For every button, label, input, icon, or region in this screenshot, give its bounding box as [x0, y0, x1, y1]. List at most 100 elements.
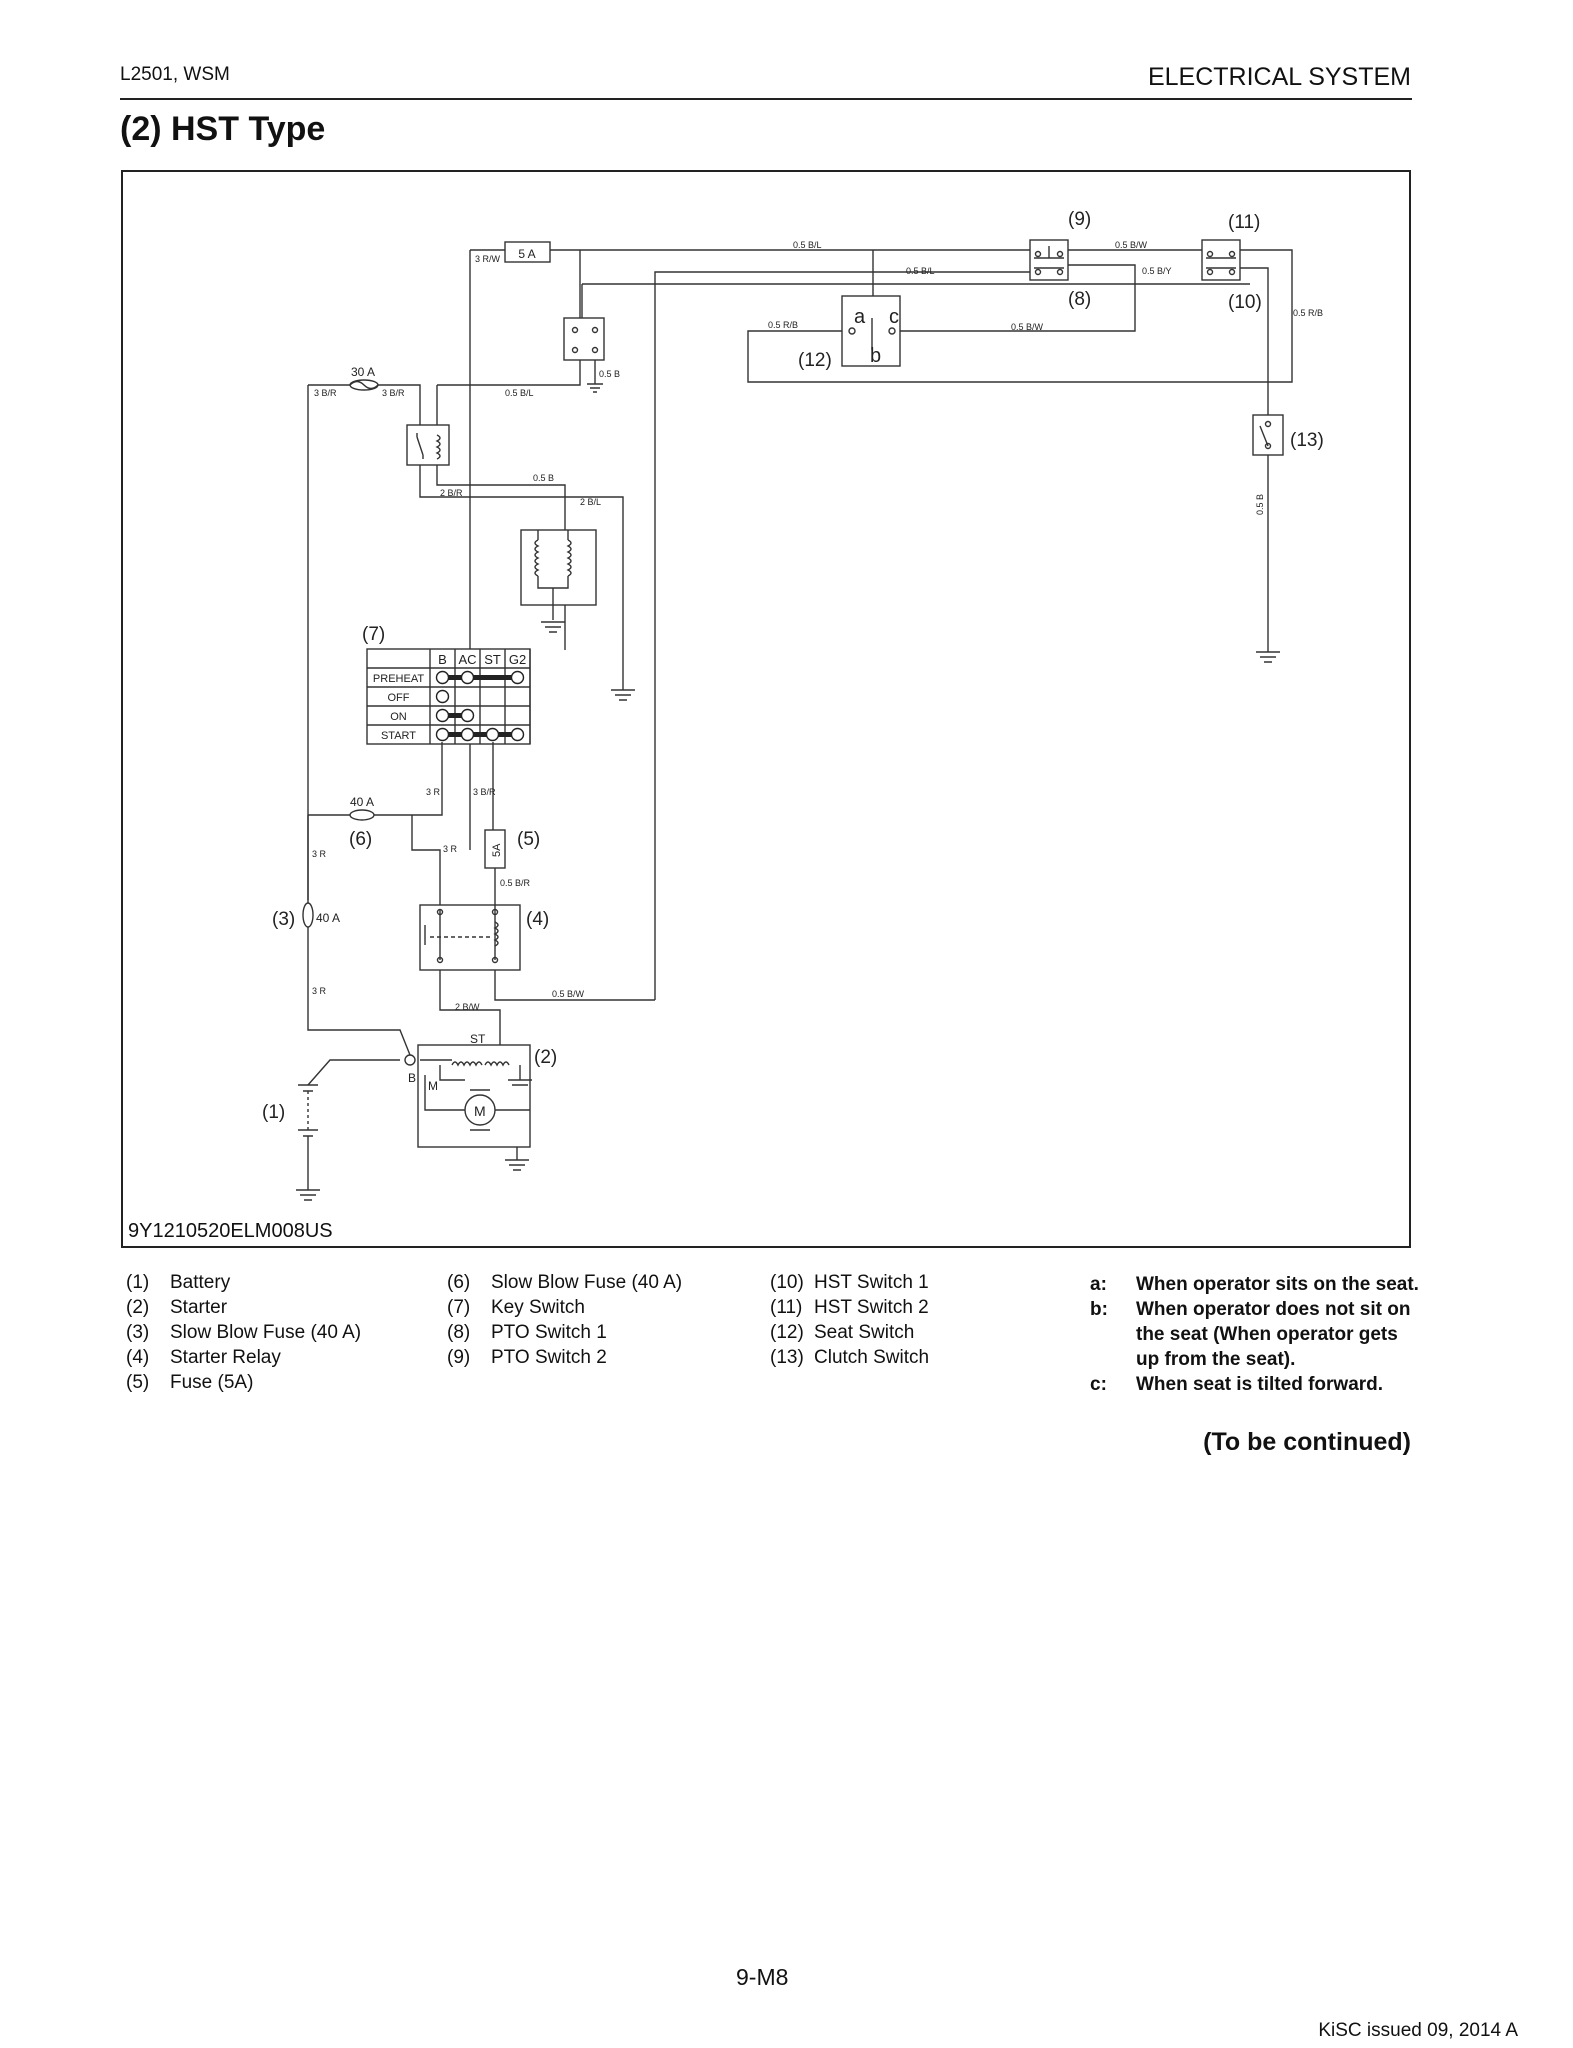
to-be-continued: (To be continued) — [1203, 1428, 1411, 1456]
left-main-wiring — [307, 360, 581, 900]
svg-text:(8): (8) — [1068, 289, 1091, 310]
legend-item: (6) Slow Blow Fuse (40 A) — [447, 1270, 682, 1295]
pto-switch-box — [1029, 239, 1069, 281]
starter-relay — [419, 904, 655, 1045]
header-rule — [120, 98, 1412, 100]
legend-item: (13) Clutch Switch — [770, 1345, 929, 1370]
top-wiring — [469, 249, 1293, 1000]
svg-text:0.5 B/W: 0.5 B/W — [552, 989, 585, 999]
legend-item: (1) Battery — [126, 1270, 361, 1295]
legend-label: Slow Blow Fuse (40 A) — [170, 1322, 362, 1343]
svg-text:a: a — [854, 306, 866, 328]
legend-label: Battery — [170, 1272, 231, 1293]
hst-switch-box — [1201, 239, 1241, 281]
svg-text:5 A: 5 A — [518, 247, 535, 261]
note-key: a: — [1090, 1274, 1107, 1295]
seat-switch: a c b — [841, 295, 901, 367]
svg-text:b: b — [870, 345, 881, 367]
wire-labels: 3 R/W 0.5 B/L 0.5 B/L 0.5 B/W 0.5 B/Y 0.… — [312, 240, 1323, 1012]
legend-number: (5) — [126, 1372, 150, 1393]
legend-label: PTO Switch 2 — [491, 1347, 607, 1368]
key-switch-wiring — [307, 742, 494, 910]
legend-label: Fuse (5A) — [170, 1372, 254, 1393]
starter-motor: M ST B M — [408, 1032, 532, 1171]
legend-number: (2) — [126, 1297, 150, 1318]
legend-label: Clutch Switch — [814, 1347, 930, 1368]
header-model: L2501, WSM — [120, 64, 230, 85]
svg-text:0.5 B/W: 0.5 B/W — [1115, 240, 1148, 250]
key-switch-row: START — [381, 730, 416, 742]
svg-text:(4): (4) — [526, 909, 549, 930]
svg-text:(11): (11) — [1228, 212, 1260, 233]
diagram-frame — [121, 170, 1411, 1248]
note-text: When seat is tilted forward. — [1136, 1374, 1384, 1395]
legend-number: (3) — [126, 1322, 150, 1343]
legend-label: Slow Blow Fuse (40 A) — [491, 1272, 683, 1293]
figure-code: 9Y1210520ELM008US — [128, 1220, 333, 1242]
legend-label: HST Switch 1 — [814, 1272, 929, 1293]
note-text: When operator does not sit on the seat (… — [1136, 1299, 1411, 1370]
legend-number: (12) — [770, 1322, 804, 1343]
svg-text:40 A: 40 A — [350, 795, 374, 809]
issued-line: KiSC issued 09, 2014 A — [1318, 2020, 1518, 2041]
svg-text:0.5 R/B: 0.5 R/B — [1293, 308, 1323, 318]
svg-text:5A: 5A — [491, 843, 503, 857]
svg-text:3 B/R: 3 B/R — [314, 388, 337, 398]
svg-text:0.5 B/R: 0.5 B/R — [500, 878, 531, 888]
legend-number: (6) — [447, 1272, 471, 1293]
fuse-5a-vertical: 5A — [484, 829, 506, 905]
legend-number: (4) — [126, 1347, 150, 1368]
note-item: b: When operator does not sit on the seat… — [1090, 1297, 1426, 1372]
legend-item: (10) HST Switch 1 — [770, 1270, 929, 1295]
key-switch-row: ON — [390, 711, 407, 723]
svg-text:3 R: 3 R — [312, 986, 327, 996]
svg-text:3 R: 3 R — [426, 787, 441, 797]
svg-text:0.5 R/B: 0.5 R/B — [768, 320, 798, 330]
svg-text:2 B/W: 2 B/W — [455, 1002, 480, 1012]
svg-text:0.5 B: 0.5 B — [533, 473, 554, 483]
svg-text:0.5 B: 0.5 B — [1255, 494, 1265, 515]
key-switch-column: AC — [458, 652, 476, 667]
legend-label: PTO Switch 1 — [491, 1322, 607, 1343]
svg-text:30 A: 30 A — [351, 365, 375, 379]
legend-col2: (6)Slow Blow Fuse (40 A)(7)Key Switch(8)… — [447, 1270, 682, 1370]
svg-text:(2): (2) — [534, 1047, 557, 1068]
svg-text:M: M — [428, 1079, 438, 1093]
legend-col1: (1)Battery(2)Starter(3)Slow Blow Fuse (4… — [126, 1270, 361, 1395]
legend-item: (9)PTO Switch 2 — [447, 1345, 682, 1370]
svg-text:ST: ST — [470, 1032, 486, 1046]
svg-text:0.5 B/W: 0.5 B/W — [1011, 322, 1044, 332]
svg-text:3 B/R: 3 B/R — [473, 787, 496, 797]
svg-text:(1): (1) — [262, 1102, 285, 1123]
svg-text:(13): (13) — [1290, 430, 1324, 451]
legend-number: (8) — [447, 1322, 471, 1343]
key-switch-column: B — [438, 652, 447, 667]
svg-text:(10): (10) — [1228, 292, 1262, 313]
clutch-switch — [1252, 414, 1284, 663]
legend-number: (10) — [770, 1272, 804, 1293]
glow-plugs — [520, 529, 597, 633]
note-key: b: — [1090, 1299, 1108, 1320]
svg-text:0.5 B/Y: 0.5 B/Y — [1142, 266, 1172, 276]
battery — [296, 1059, 400, 1201]
key-switch-column: ST — [484, 652, 501, 667]
svg-text:2 B/R: 2 B/R — [440, 488, 463, 498]
svg-text:(5): (5) — [517, 829, 540, 850]
note-key: c: — [1090, 1374, 1107, 1395]
note-item: a:When operator sits on the seat. — [1090, 1272, 1426, 1297]
svg-text:(3): (3) — [272, 909, 295, 930]
legend-number: (13) — [770, 1347, 804, 1368]
svg-text:0.5 B/L: 0.5 B/L — [505, 388, 534, 398]
key-switch-row: PREHEAT — [373, 673, 424, 685]
svg-text:0.5 B: 0.5 B — [599, 369, 620, 379]
svg-text:c: c — [889, 306, 899, 328]
legend-item: (4)Starter Relay — [126, 1345, 361, 1370]
legend-item: (5) Fuse (5A) — [126, 1370, 361, 1395]
svg-text:(9): (9) — [1068, 209, 1091, 230]
legend-number: (7) — [447, 1297, 471, 1318]
legend-number: (1) — [126, 1272, 150, 1293]
svg-text:0.5 B/L: 0.5 B/L — [793, 240, 822, 250]
svg-text:M: M — [474, 1103, 486, 1119]
